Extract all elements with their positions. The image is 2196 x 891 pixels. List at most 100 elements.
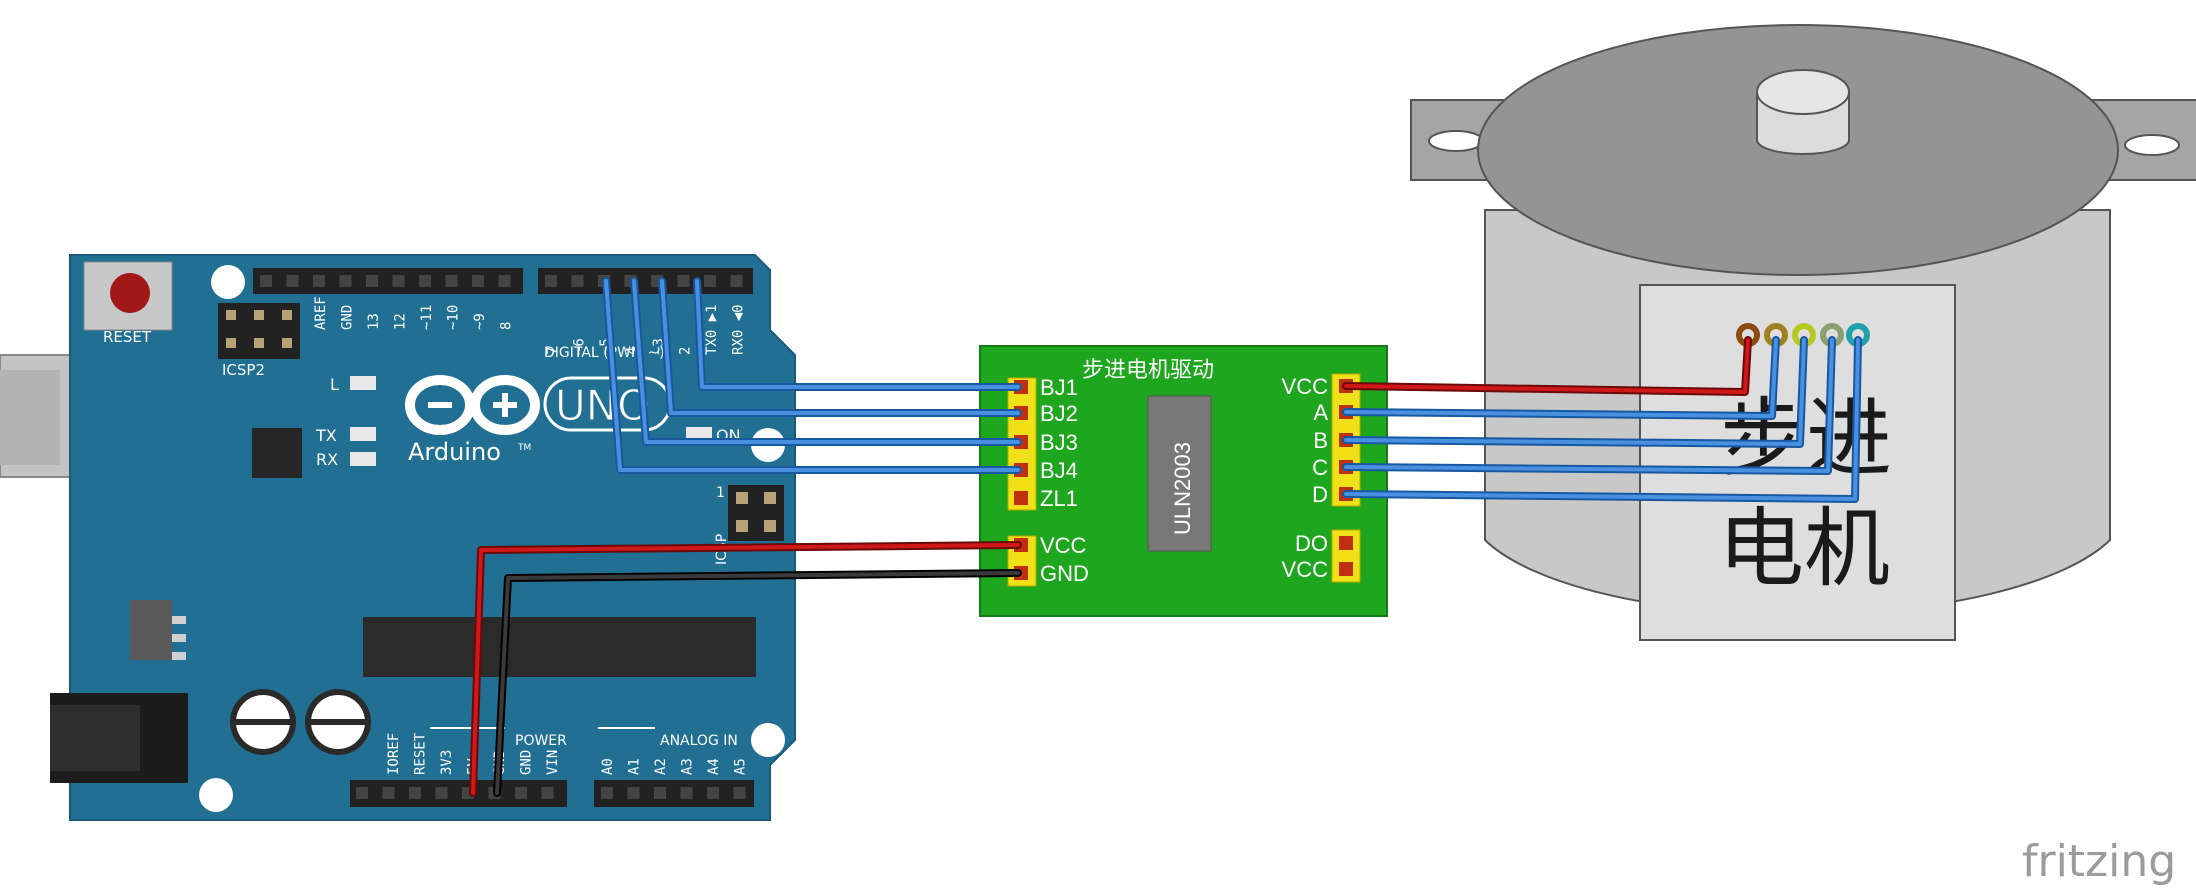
header-pin bbox=[654, 787, 666, 799]
header-pin bbox=[541, 787, 554, 799]
header-pin bbox=[601, 787, 613, 799]
uln2003-chip bbox=[1147, 395, 1212, 552]
motor-wire-c bbox=[1342, 336, 1836, 475]
pin-label: GND bbox=[519, 750, 535, 775]
power-label: POWER bbox=[515, 733, 567, 749]
header-pin bbox=[419, 275, 431, 287]
reset-button[interactable] bbox=[110, 273, 150, 313]
pin-label: 13 bbox=[366, 313, 382, 330]
header-pin bbox=[472, 275, 484, 287]
header-pin bbox=[571, 275, 584, 287]
header-pin bbox=[680, 787, 693, 799]
header-pin bbox=[339, 275, 352, 287]
header-pin bbox=[435, 787, 448, 799]
header-pin bbox=[733, 787, 746, 799]
pin-label: ~9 bbox=[472, 313, 488, 330]
capacitor-1 bbox=[230, 689, 296, 755]
signal-wire-bj2 bbox=[658, 277, 1022, 417]
pin-label: A3 bbox=[680, 758, 696, 775]
pin-label: 7 bbox=[545, 347, 561, 355]
header-pin bbox=[392, 275, 405, 287]
signal-wire-bj4 bbox=[602, 277, 1022, 474]
fritzing-watermark: fritzing bbox=[2022, 836, 2176, 887]
stepper-motor: 步进 电机 bbox=[1410, 24, 2196, 641]
arduino-uno-board: RESET ICSP2 L TX RX ON Arduino TM UNO bbox=[0, 254, 796, 821]
header-pin bbox=[313, 275, 325, 287]
pin-label: VIN bbox=[545, 750, 561, 775]
header-pin bbox=[260, 275, 272, 287]
pin-label: A1 bbox=[627, 758, 643, 775]
pin-label: ~6 bbox=[572, 338, 588, 355]
icsp2-label: ICSP2 bbox=[222, 361, 265, 379]
icsp-pin1-label: 1 bbox=[716, 485, 725, 501]
pin-label: AREF bbox=[313, 296, 329, 330]
driver-pin bbox=[1339, 536, 1353, 550]
motor-label-line2: 电机 bbox=[1718, 499, 1890, 599]
driver-title: 步进电机驱动 bbox=[1082, 357, 1214, 382]
header-pin bbox=[409, 787, 421, 799]
header-pin bbox=[627, 787, 640, 799]
driver-pin-label: VCC bbox=[1040, 533, 1087, 558]
driver-pin-label: DO bbox=[1295, 531, 1328, 556]
header-pin bbox=[382, 787, 395, 799]
motor-wire-d bbox=[1342, 336, 1862, 503]
digital-label: DIGITAL (PWM ~) bbox=[544, 345, 665, 361]
pin-label: 12 bbox=[393, 313, 409, 330]
on-led bbox=[686, 427, 712, 441]
driver-pin-label: VCC bbox=[1282, 557, 1329, 582]
arduino-logo-text: Arduino bbox=[408, 438, 501, 466]
driver-pin-label: C bbox=[1312, 455, 1328, 480]
pin-label: ~10 bbox=[446, 305, 462, 330]
tx-led bbox=[350, 427, 376, 441]
header-pin bbox=[730, 275, 743, 287]
driver-pin-label: GND bbox=[1040, 561, 1089, 586]
signal-wire-bj1 bbox=[693, 277, 1022, 391]
tx-led-label: TX bbox=[315, 426, 337, 445]
pin-label: RX0 ◀0 bbox=[731, 304, 747, 355]
pin-label: TX0 ▶1 bbox=[704, 304, 720, 355]
header-pin bbox=[356, 787, 368, 799]
atmega-chip bbox=[363, 617, 756, 677]
header-pin bbox=[286, 275, 299, 287]
pin-label: A5 bbox=[733, 758, 749, 775]
pin-label: A0 bbox=[600, 758, 616, 775]
capacitor-2 bbox=[305, 689, 371, 755]
analog-label: ANALOG IN bbox=[660, 733, 738, 749]
driver-pin-label: A bbox=[1313, 400, 1328, 425]
wires bbox=[469, 277, 1862, 797]
rx-led bbox=[350, 452, 376, 466]
arduino-logo-tm: TM bbox=[517, 443, 531, 453]
driver-pin-label: D bbox=[1312, 482, 1328, 507]
driver-pin bbox=[1339, 562, 1353, 576]
pin-label: GND bbox=[340, 305, 356, 330]
pin-label: 2 bbox=[678, 347, 694, 355]
driver-pin-label: BJ4 bbox=[1040, 458, 1078, 483]
header-pin bbox=[545, 275, 557, 287]
chip-label: ULN2003 bbox=[1170, 442, 1195, 535]
signal-wire-bj3 bbox=[630, 277, 1022, 446]
pin-label: ~11 bbox=[419, 305, 435, 330]
driver-pin-label: ZL1 bbox=[1040, 486, 1078, 511]
driver-pin-label: B bbox=[1313, 428, 1328, 453]
power-wire-vcc bbox=[469, 541, 1022, 797]
motor-wire-a bbox=[1342, 336, 1780, 420]
motor-wire-b bbox=[1342, 336, 1808, 448]
header-pin bbox=[677, 275, 690, 287]
reset-label: RESET bbox=[103, 328, 152, 346]
driver-pin-label: BJ1 bbox=[1040, 375, 1078, 400]
arduino-logo-icon bbox=[405, 375, 540, 435]
pin-label: RESET bbox=[413, 732, 429, 775]
rx-led-label: RX bbox=[316, 450, 338, 469]
pin-label: 8 bbox=[499, 322, 515, 330]
driver-pin-label: BJ2 bbox=[1040, 401, 1078, 426]
pin-label: IOREF bbox=[386, 733, 402, 775]
pin-label: A2 bbox=[653, 758, 669, 775]
pin-label: 4 bbox=[625, 347, 641, 355]
pin-label: 3V3 bbox=[439, 750, 455, 775]
header-pin bbox=[704, 275, 716, 287]
header-pin bbox=[445, 275, 458, 287]
header-pin bbox=[498, 275, 511, 287]
l-led bbox=[350, 376, 376, 390]
